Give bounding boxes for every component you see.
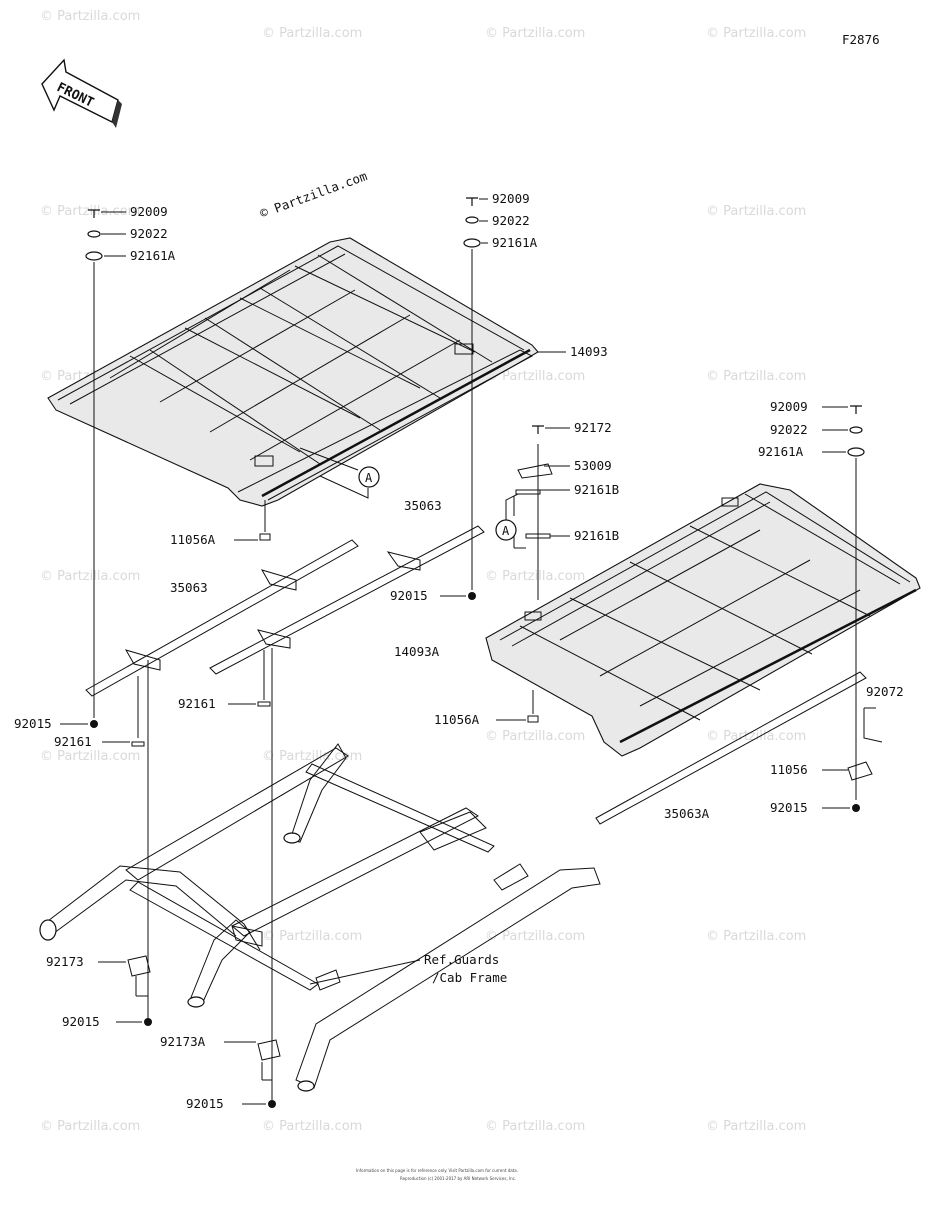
callout-a-label: A [502, 524, 510, 538]
part-label: 14093A [394, 644, 440, 659]
watermark: © Partzilla.com [262, 26, 362, 41]
watermark: © Partzilla.com [706, 729, 806, 744]
part-label: Ref.Guards [424, 952, 499, 967]
part-label: 92161A [130, 248, 176, 263]
part-label: 92072 [866, 684, 904, 699]
part-label: 92161A [758, 444, 804, 459]
part-label: 92173 [46, 954, 84, 969]
watermark: © Partzilla.com [262, 1119, 362, 1134]
part-label: 92022 [770, 422, 808, 437]
part-label: 92015 [186, 1096, 224, 1111]
watermark: © Partzilla.com [262, 929, 362, 944]
roof-watermark: © Partzilla.com [258, 168, 369, 221]
part-label: 92161 [54, 734, 92, 749]
fastener-lower-left [98, 660, 152, 1026]
roof-panel-14093 [47, 237, 539, 507]
footer-line-1: Information on this page is for referenc… [356, 1168, 518, 1173]
fastener-stack-mid [440, 197, 566, 600]
crossbar-35063-upper [209, 525, 485, 675]
watermark: © Partzilla.com [40, 569, 140, 584]
part-label: 92173A [160, 1034, 206, 1049]
part-label: 92161B [574, 482, 619, 497]
watermark: © Partzilla.com [706, 1119, 806, 1134]
part-label: 92172 [574, 420, 612, 435]
part-label: 53009 [574, 458, 612, 473]
part-label: 92161 [178, 696, 216, 711]
part-label: 35063 [170, 580, 208, 595]
roof-panel-14093A [485, 483, 921, 757]
watermark: © Partzilla.com [485, 929, 585, 944]
callout-a-label: A [365, 471, 373, 485]
part-label: 14093 [570, 344, 608, 359]
part-label: 92015 [770, 800, 808, 815]
watermark: © Partzilla.com [706, 929, 806, 944]
watermark: © Partzilla.com [485, 26, 585, 41]
footer-line-2: Reproduction (c) 2001-2017 by ARI Networ… [400, 1176, 516, 1181]
figure-code: F2876 [842, 32, 880, 47]
watermark: © Partzilla.com [262, 749, 362, 764]
fastener-stack-left [60, 209, 126, 728]
part-label: 92015 [390, 588, 428, 603]
part-label: 92161B [574, 528, 619, 543]
watermark: © Partzilla.com [40, 749, 140, 764]
front-arrow-icon: FRONT [41, 58, 122, 128]
part-label: 92161A [492, 235, 538, 250]
watermark-layer: © Partzilla.com © Partzilla.com © Partzi… [40, 9, 806, 1134]
part-label: 11056A [170, 532, 216, 547]
part-label: 92009 [492, 191, 530, 206]
callout-a-lower: A [495, 493, 519, 541]
cab-frame [39, 743, 601, 1092]
part-label: /Cab Frame [432, 970, 507, 985]
fastener-stack-center [513, 425, 570, 600]
part-label: 92015 [62, 1014, 100, 1029]
part-label: 92022 [492, 213, 530, 228]
watermark: © Partzilla.com [485, 1119, 585, 1134]
watermark: © Partzilla.com [485, 569, 585, 584]
watermark: © Partzilla.com [485, 729, 585, 744]
watermark: © Partzilla.com [485, 369, 585, 384]
part-label: 35063 [404, 498, 442, 513]
strip-35063A [595, 671, 867, 825]
part-label: 92009 [770, 399, 808, 414]
watermark: © Partzilla.com [40, 1119, 140, 1134]
part-label: 92015 [14, 716, 52, 731]
fastener-lower-mid [224, 648, 281, 1108]
part-label: 92022 [130, 226, 168, 241]
clip-11056A-right [496, 690, 539, 723]
watermark: © Partzilla.com [706, 26, 806, 41]
watermark: © Partzilla.com [40, 9, 140, 24]
crossbar-35063-lower [85, 539, 359, 697]
watermark: © Partzilla.com [706, 369, 806, 384]
part-label: 11056A [434, 712, 480, 727]
part-labels: 92009 92022 92161A 92009 92022 92161A 14… [14, 191, 904, 1111]
part-label: 35063A [664, 806, 710, 821]
part-label: 11056 [770, 762, 808, 777]
part-label: 92009 [130, 204, 168, 219]
callout-a-upper: A [299, 447, 380, 499]
watermark: © Partzilla.com [706, 204, 806, 219]
clip-11056A-left [234, 500, 271, 541]
watermark: © Partzilla.com [40, 204, 140, 219]
fastener-stack-right [822, 405, 883, 812]
